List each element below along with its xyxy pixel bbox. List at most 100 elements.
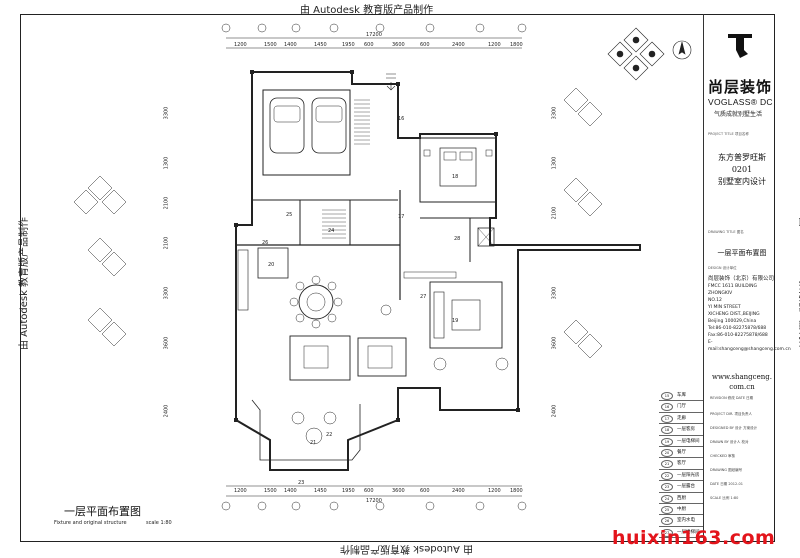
dimension-top: 1200: [234, 42, 247, 48]
dimension-right: 3300: [551, 106, 558, 120]
legend-number: 27: [661, 528, 673, 537]
dimension-right: 3300: [551, 286, 558, 300]
dimension-right: 3600: [551, 336, 558, 350]
dimension-top: 600: [364, 42, 374, 48]
logo-slogan: 气质成就别墅生活: [714, 111, 763, 118]
legend-number: 17: [661, 414, 673, 423]
legend-number: 25: [661, 505, 673, 514]
legend-label: 门厅: [677, 404, 686, 410]
dimension-top: 1450: [314, 42, 327, 48]
dimension-top: 600: [420, 42, 430, 48]
address-line: E-mail:shangceng@shangceng.com.cn: [708, 340, 791, 352]
drawing-name: 一层平面布置图: [717, 249, 767, 257]
project-name: 东方普罗旺斯0201 别墅室内设计: [710, 152, 774, 188]
address-line: FMCC 1611 BUILDING ZHONGKIV: [708, 284, 757, 296]
project-name-line: 别墅室内设计: [718, 177, 766, 186]
website-line: www.shangceng.: [712, 373, 772, 381]
dimension-left: 2100: [163, 236, 170, 250]
website-line: com.cn: [729, 383, 755, 391]
website: www.shangceng. com.cn: [710, 372, 774, 392]
dimension-bottom: 600: [420, 488, 430, 494]
address-line: Tel:86-010-82275878/688: [708, 326, 767, 331]
room-number: 20: [268, 262, 275, 268]
legend-number: 23: [661, 483, 673, 492]
legend-label: 一层楼梯间: [677, 529, 700, 535]
drawing-frame: [20, 14, 775, 542]
room-number: 26: [262, 240, 269, 246]
legend-number: 20: [661, 448, 673, 457]
dimension-left: 3600: [163, 336, 170, 350]
room-number: 23: [298, 480, 305, 486]
dimension-top: 1800: [510, 42, 523, 48]
dimension-left: 3300: [163, 286, 170, 300]
dimension-bottom: 3600: [392, 488, 405, 494]
title-block: 尚层装饰 VOGLASS® DC 气质成就别墅生活 PROJECT TITLE …: [703, 14, 791, 542]
address-line: YI MIN STREET: [708, 305, 741, 310]
address-line: XICHENG DIST.,BEIJING: [708, 312, 760, 317]
legend-label: 客厅: [677, 461, 686, 467]
design-label: DESIGN 设计单位: [708, 266, 737, 270]
info-row: PROJECT DIR. 项目负责人: [710, 412, 752, 416]
address-line: Fax:86-010-82275878/688: [708, 333, 768, 338]
site-credit-text: huixin163.com: [612, 527, 776, 549]
legend-row: 21 客厅: [659, 458, 703, 470]
dimension-bottom: 1400: [284, 488, 297, 494]
legend-row: 15 车库: [659, 390, 703, 402]
compass-icon: [607, 27, 665, 81]
room-number: 24: [328, 228, 335, 234]
legend-label: 一层阳光房: [677, 472, 700, 478]
room-number: 18: [452, 174, 459, 180]
room-number: 16: [398, 116, 405, 122]
legend-number: 16: [661, 403, 673, 412]
legend-number: 21: [661, 460, 673, 469]
address-line: Beijing 100029,China: [708, 319, 757, 324]
logo-english: VOGLASS® DC: [708, 97, 773, 107]
site-credit: huixin163.com: [612, 527, 775, 549]
dimension-top: 1200: [488, 42, 501, 48]
legend-label: 一层客房: [677, 427, 695, 433]
legend-number: 18: [661, 426, 673, 435]
dimension-right: 2100: [551, 206, 558, 220]
dimension-left: 1300: [163, 156, 170, 170]
legend-row: 25 中厨: [659, 504, 703, 516]
legend-label: 西厨: [677, 495, 686, 501]
dimension-bottom: 1450: [314, 488, 327, 494]
info-row: REVISION 修改 DATE 日期: [710, 396, 754, 400]
legend-label: 车库: [677, 393, 686, 398]
dimension-top: 3600: [392, 42, 405, 48]
info-row: SCALE 比例 1:80: [710, 496, 739, 500]
dimension-bottom: 600: [364, 488, 374, 494]
logo-mark-icon: [728, 34, 752, 58]
legend-row: 16 门厅: [659, 401, 703, 413]
legend-label: 一层电梯间: [677, 438, 700, 444]
legend-number: 15: [661, 392, 673, 400]
room-number: 19: [452, 318, 459, 324]
dimension-right: 2400: [551, 404, 558, 418]
plan-scale: scale 1:80: [146, 520, 172, 526]
info-row: CHECKED 审核: [710, 454, 736, 458]
dimension-bottom: 1200: [488, 488, 501, 494]
dimension-overall-bottom: 17200: [366, 498, 382, 504]
dimension-top: 2400: [452, 42, 465, 48]
legend-label: 中厨: [677, 506, 686, 512]
info-row: DRAWING 图纸编号: [710, 468, 743, 472]
dimension-top: 1950: [342, 42, 355, 48]
dimension-left: 2100: [163, 196, 170, 210]
dimension-left: 2400: [163, 404, 170, 418]
dimension-bottom: 1800: [510, 488, 523, 494]
north-arrow-icon: [672, 40, 692, 60]
dimension-top: 1400: [284, 42, 297, 48]
legend-label: 室内水电: [677, 518, 695, 524]
room-number: 28: [454, 236, 461, 242]
plan-title: 一层平面布置图: [64, 505, 141, 518]
